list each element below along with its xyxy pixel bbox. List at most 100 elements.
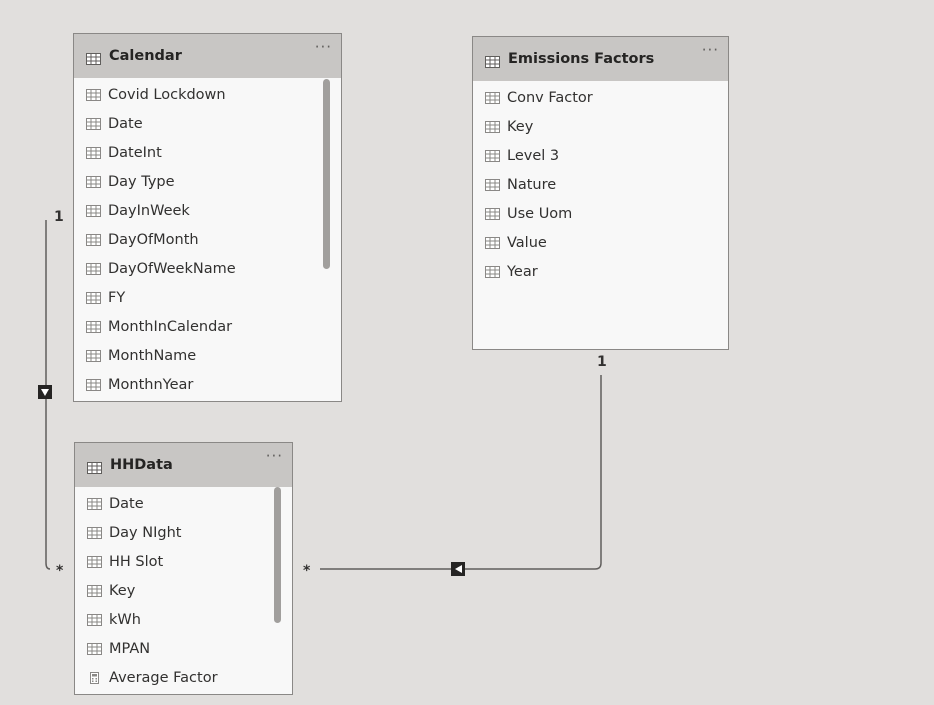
relationship-line-emissions-hhdata[interactable] — [320, 375, 602, 570]
scrollbar-thumb[interactable] — [323, 79, 330, 269]
field-label: Value — [507, 234, 547, 251]
field-label: Date — [109, 495, 144, 512]
table-column-icon — [87, 642, 102, 655]
field-row[interactable]: Day NIght — [75, 518, 292, 547]
table-column-icon — [485, 91, 500, 104]
field-row[interactable]: MonthInCalendar — [74, 312, 341, 341]
calculator-icon — [87, 671, 102, 684]
field-label: Use Uom — [507, 205, 573, 222]
table-column-icon — [86, 233, 101, 246]
table-column-icon — [485, 149, 500, 162]
field-row[interactable]: MonthName — [74, 341, 341, 370]
table-card-header[interactable]: Calendar ··· — [74, 34, 341, 78]
table-column-icon — [87, 613, 102, 626]
field-row[interactable]: MonthnYear — [74, 370, 341, 399]
field-row[interactable]: Nature — [473, 170, 728, 199]
field-row[interactable]: FY — [74, 283, 341, 312]
table-column-icon — [86, 262, 101, 275]
field-row[interactable]: kWh — [75, 605, 292, 634]
filter-direction-left-icon[interactable] — [451, 562, 465, 576]
table-column-icon — [86, 146, 101, 159]
field-label: DayOfWeekName — [108, 260, 236, 277]
field-label: Average Factor — [109, 669, 218, 686]
table-column-icon — [86, 88, 101, 101]
field-label: Conv Factor — [507, 89, 593, 106]
table-column-icon — [86, 175, 101, 188]
field-label: DateInt — [108, 144, 162, 161]
more-options-button[interactable]: ··· — [265, 447, 283, 465]
table-column-icon — [86, 117, 101, 130]
field-row[interactable]: Covid Lockdown — [74, 80, 341, 109]
field-label: Day NIght — [109, 524, 182, 541]
table-column-icon — [86, 291, 101, 304]
field-row[interactable]: DayOfWeekName — [74, 254, 341, 283]
table-column-icon — [86, 349, 101, 362]
relationship-line-calendar-hhdata[interactable] — [45, 220, 51, 570]
field-label: HH Slot — [109, 553, 164, 570]
cardinality-many-hhdata-key: * — [303, 563, 311, 579]
more-options-button[interactable]: ··· — [314, 38, 332, 56]
field-row[interactable]: DayOfMonth — [74, 225, 341, 254]
table-column-icon — [87, 497, 102, 510]
field-row[interactable]: Key — [75, 576, 292, 605]
cardinality-one-emissions: 1 — [597, 354, 607, 370]
field-label: MPAN — [109, 640, 151, 657]
field-label: Nature — [507, 176, 557, 193]
field-label: Key — [109, 582, 136, 599]
field-row[interactable]: Date — [75, 489, 292, 518]
field-row[interactable]: Use Uom — [473, 199, 728, 228]
table-column-icon — [485, 120, 500, 133]
field-row[interactable]: Average Factor — [75, 663, 292, 692]
field-row[interactable]: Level 3 — [473, 141, 728, 170]
table-card-header[interactable]: Emissions Factors ··· — [473, 37, 728, 81]
more-options-button[interactable]: ··· — [701, 41, 719, 59]
table-column-icon — [87, 526, 102, 539]
cardinality-many-hhdata-date: * — [56, 563, 64, 579]
table-column-icon — [87, 584, 102, 597]
field-label: Covid Lockdown — [108, 86, 226, 103]
field-label: Level 3 — [507, 147, 560, 164]
cardinality-one-calendar: 1 — [54, 209, 64, 225]
field-row[interactable]: DayInWeek — [74, 196, 341, 225]
table-icon — [87, 459, 102, 474]
table-title: HHData — [110, 457, 173, 473]
table-title: Calendar — [109, 48, 182, 64]
field-row[interactable]: Value — [473, 228, 728, 257]
field-label: Key — [507, 118, 534, 135]
field-row[interactable]: Date — [74, 109, 341, 138]
field-row[interactable]: Conv Factor — [473, 83, 728, 112]
scrollbar-thumb[interactable] — [274, 487, 281, 623]
field-row[interactable]: HH Slot — [75, 547, 292, 576]
field-label: Year — [507, 263, 538, 280]
field-row[interactable]: Year — [473, 257, 728, 286]
table-card-header[interactable]: HHData ··· — [75, 443, 292, 487]
field-label: kWh — [109, 611, 141, 628]
field-label: DayOfMonth — [108, 231, 199, 248]
field-label: DayInWeek — [108, 202, 190, 219]
field-row[interactable]: MPAN — [75, 634, 292, 663]
table-column-icon — [485, 178, 500, 191]
table-column-icon — [485, 207, 500, 220]
field-label: FY — [108, 289, 126, 306]
field-label: Date — [108, 115, 143, 132]
table-title: Emissions Factors — [508, 51, 655, 67]
table-icon — [485, 53, 500, 68]
field-label: MonthnYear — [108, 376, 194, 393]
field-row[interactable]: DateInt — [74, 138, 341, 167]
table-column-icon — [86, 204, 101, 217]
field-label: Day Type — [108, 173, 175, 190]
field-row[interactable]: Key — [473, 112, 728, 141]
table-column-icon — [485, 236, 500, 249]
field-label: MonthName — [108, 347, 197, 364]
table-column-icon — [87, 555, 102, 568]
table-column-icon — [485, 265, 500, 278]
table-column-icon — [86, 320, 101, 333]
field-row[interactable]: Day Type — [74, 167, 341, 196]
filter-direction-down-icon[interactable] — [38, 385, 52, 399]
